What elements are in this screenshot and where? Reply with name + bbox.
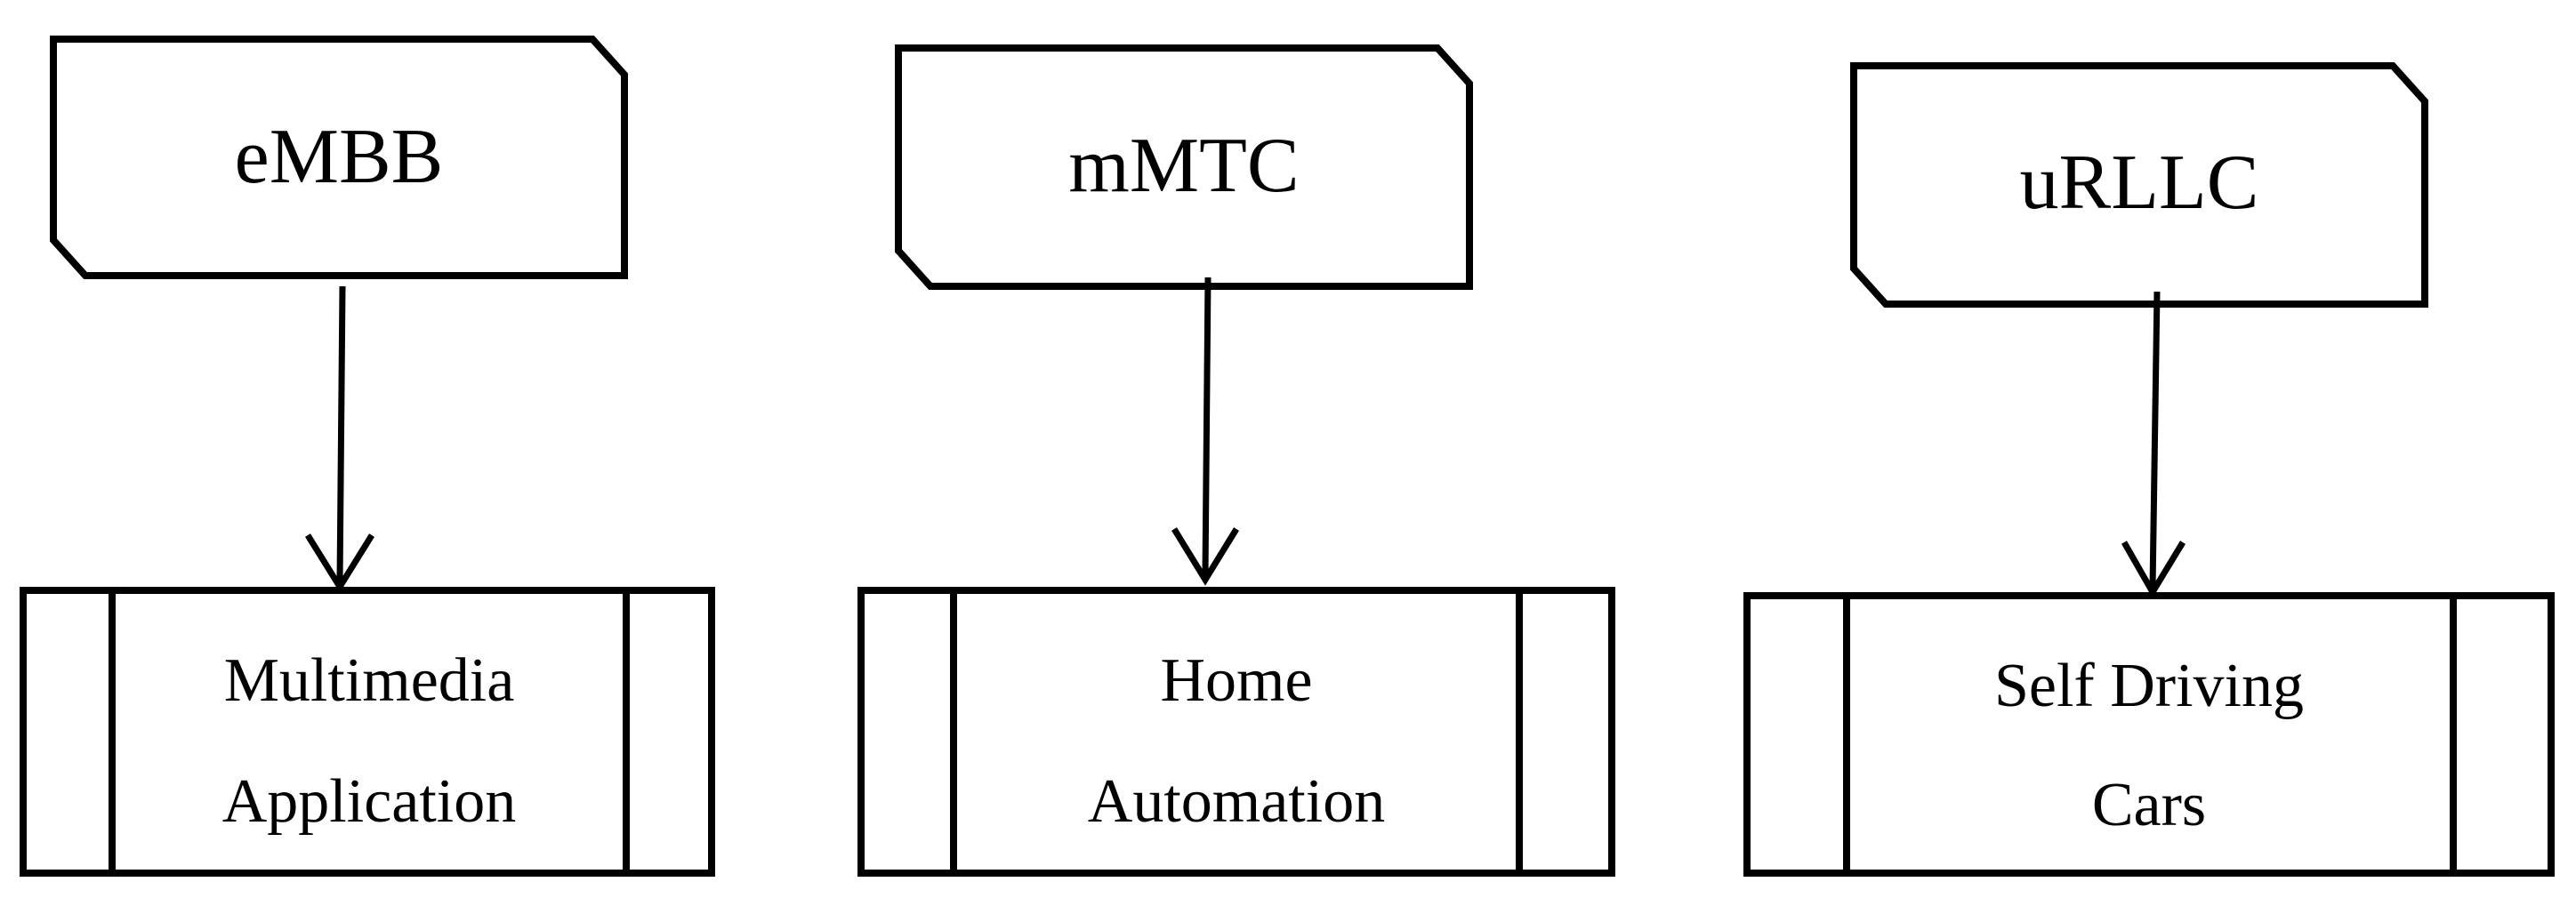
application-box-self-driving-cars (1743, 592, 2555, 877)
arrow-head-mmtc (1171, 527, 1239, 586)
application-box-home-automation (857, 587, 1615, 877)
application-label-line-2: Automation (1088, 767, 1385, 836)
category-label-mmtc: mMTC (1068, 123, 1299, 209)
category-label-urllc: uRLLC (2020, 140, 2259, 226)
application-label-line-2: Cars (2092, 771, 2206, 839)
application-label-line-2: Application (222, 767, 516, 836)
column-mmtc: mMTC Home Automation (857, 44, 1615, 877)
arrow-line-embb (336, 285, 346, 583)
column-embb: eMBB Multimedia Application (20, 36, 715, 877)
application-label-line-1: Multimedia (224, 646, 515, 715)
arrow-line-urllc (2149, 291, 2161, 589)
application-label-line-1: Self Driving (1994, 652, 2304, 720)
category-box-urllc (1850, 62, 2428, 308)
category-box-mmtc (895, 44, 1473, 290)
arrow-line-mmtc (1202, 277, 1212, 577)
application-box-multimedia (20, 587, 715, 877)
column-urllc: uRLLC Self Driving Cars (1743, 62, 2555, 877)
category-box-embb (50, 36, 628, 279)
category-label-embb: eMBB (235, 114, 444, 200)
application-label-line-1: Home (1160, 646, 1312, 715)
